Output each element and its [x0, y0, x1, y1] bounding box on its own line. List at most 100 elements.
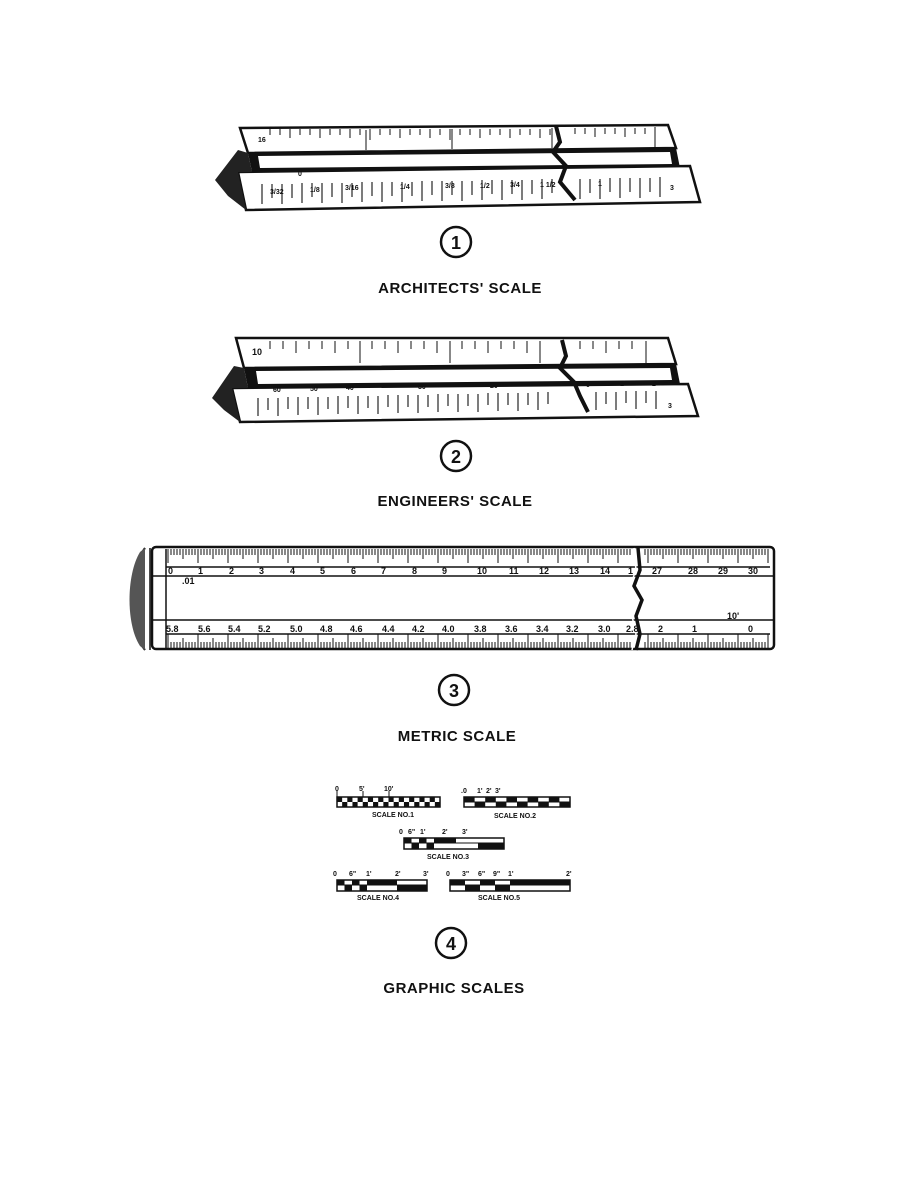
- graphic-scale-cell: [344, 885, 352, 891]
- metric-top-number: 11: [509, 566, 519, 576]
- figure-number-3: 3: [449, 681, 459, 701]
- metric-bottom-number: 5.0: [290, 624, 303, 634]
- metric-top-number: 0: [168, 566, 173, 576]
- engineers-scale-caption: ENGINEERS' SCALE: [378, 493, 533, 510]
- gs3-tick: 3': [462, 829, 468, 836]
- graphic-scale-cell: [527, 797, 539, 802]
- gs3-tick: 0: [399, 829, 403, 836]
- gs4-tick: 6": [349, 871, 356, 878]
- graphic-scale-cell: [419, 838, 427, 844]
- graphic-scale-cell: [393, 802, 399, 807]
- metric-bottom-number: 3.8: [474, 624, 487, 634]
- gs4-tick: 2': [395, 871, 401, 878]
- graphic-scale-cell: [478, 843, 504, 849]
- eng-face-label: 60: [273, 387, 281, 394]
- metric-top-number: 4: [290, 566, 295, 576]
- figure-number-4-badge: 4: [434, 926, 468, 960]
- metric-bottom-number: 5.6: [198, 624, 211, 634]
- graphic-scale-cell: [424, 802, 430, 807]
- metric-top-number: 29: [718, 566, 728, 576]
- metric-bottom-unit: 10': [727, 611, 739, 621]
- metric-bottom-number: 3.0: [598, 624, 611, 634]
- arch-face-label: 3/8: [445, 183, 455, 190]
- gs5-name: SCALE NO.5: [478, 895, 520, 902]
- graphic-scale-cell: [480, 880, 495, 886]
- gs2-tick: 1': [477, 788, 483, 795]
- graphic-scale-cell: [510, 880, 570, 886]
- metric-top-number: 12: [539, 566, 549, 576]
- gs5-tick: 6": [478, 871, 485, 878]
- graphic-scale-cell: [357, 797, 363, 802]
- gs2-tick: .0: [461, 788, 467, 795]
- gs3-tick: 1': [420, 829, 426, 836]
- gs5-tick: 1': [508, 871, 514, 878]
- metric-bottom-number: 4.2: [412, 624, 425, 634]
- figure-number-4: 4: [446, 934, 456, 954]
- graphic-scale-cell: [429, 797, 435, 802]
- arch-face-label: 3/32: [270, 189, 284, 196]
- gs1-tick: 0: [335, 786, 339, 793]
- metric-top-number: 3: [259, 566, 264, 576]
- eng-face-label: 30: [418, 384, 426, 391]
- eng-face-label-10: 10: [252, 347, 262, 357]
- graphic-scale-cell: [388, 797, 394, 802]
- graphic-scale-1: [336, 791, 441, 808]
- eng-face-label: 2: [652, 381, 656, 388]
- gs1-tick: 5': [359, 786, 365, 793]
- graphic-scale-cell: [434, 838, 456, 844]
- architects-scale-caption: ARCHITECTS' SCALE: [378, 280, 542, 297]
- metric-top-number: 27: [652, 566, 662, 576]
- eng-face-label: 20: [490, 383, 498, 390]
- graphic-scale-cell: [397, 885, 427, 891]
- graphic-scale-cell: [352, 802, 358, 807]
- graphic-scale-cell: [538, 802, 549, 807]
- metric-top-number: 14: [600, 566, 610, 576]
- figure-number-2-badge: 2: [439, 439, 473, 473]
- arch-face-label: 1 1/2: [540, 182, 556, 189]
- metric-bottom-number: 3.4: [536, 624, 549, 634]
- gs4-tick: 0: [333, 871, 337, 878]
- metric-top-number: 30: [748, 566, 758, 576]
- metric-top-number: 9: [442, 566, 447, 576]
- gs2-name: SCALE NO.2: [494, 813, 536, 820]
- graphic-scale-cell: [450, 880, 465, 886]
- graphic-scale-cell: [378, 797, 384, 802]
- graphic-scale-cell: [506, 797, 517, 802]
- arch-face-label: 1/4: [400, 184, 410, 191]
- eng-face-label: 3: [668, 403, 672, 410]
- metric-bottom-number: 4.6: [350, 624, 363, 634]
- graphic-scale-cell: [367, 880, 397, 886]
- graphic-scale-cell: [411, 843, 419, 849]
- architects-scale-drawing: [215, 123, 702, 212]
- figure-number-1: 1: [451, 233, 461, 253]
- graphic-scale-cell: [337, 880, 345, 886]
- gs1-name: SCALE NO.1: [372, 812, 414, 819]
- graphic-scale-cell: [426, 843, 434, 849]
- gs3-tick: 6": [408, 829, 415, 836]
- arch-face-label: 1/2: [480, 183, 490, 190]
- gs3-tick: 2': [442, 829, 448, 836]
- graphic-scale-cell: [474, 802, 486, 807]
- graphic-scale-cell: [465, 885, 480, 891]
- graphic-scale-cell: [373, 802, 379, 807]
- graphic-scale-cell: [414, 802, 420, 807]
- metric-top-number: 2: [229, 566, 234, 576]
- graphic-scale-cell: [403, 802, 410, 807]
- gs5-tick: 0: [446, 871, 450, 878]
- graphic-scale-cell: [517, 802, 528, 807]
- metric-scale-drawing: [129, 545, 776, 651]
- figure-number-2: 2: [451, 447, 461, 467]
- gs5-tick: 2': [566, 871, 572, 878]
- metric-bottom-number: 5.4: [228, 624, 241, 634]
- eng-face-label: 0: [586, 382, 590, 389]
- gs4-name: SCALE NO.4: [357, 895, 399, 902]
- metric-top-number: 13: [569, 566, 579, 576]
- arch-face-label: 3: [670, 185, 674, 192]
- graphic-scale-cell: [383, 802, 389, 807]
- graphic-scale-2: [463, 796, 571, 808]
- gs1-tick: 10': [384, 786, 394, 793]
- graphic-scale-cell: [559, 802, 570, 807]
- metric-bottom-number: 3.2: [566, 624, 579, 634]
- gs2-tick: 3': [495, 788, 501, 795]
